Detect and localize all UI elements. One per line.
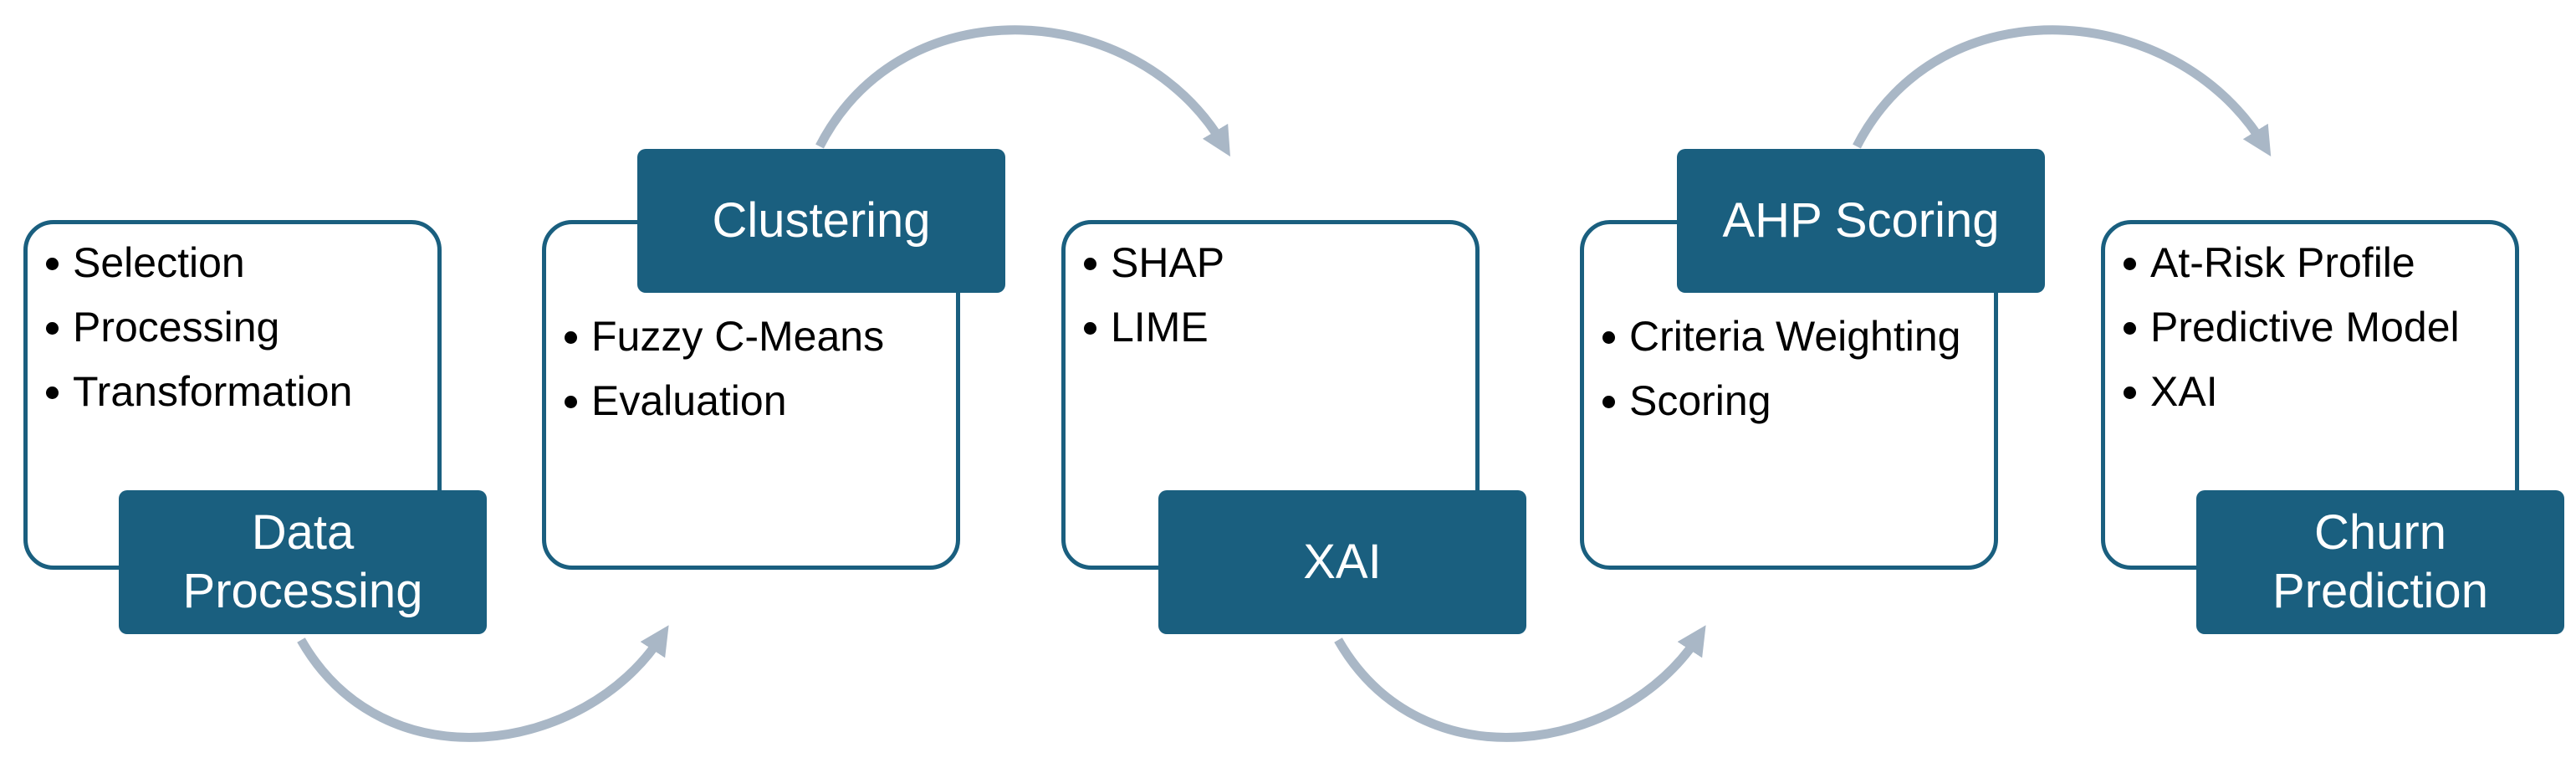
stage-3-bullet: LIME: [1081, 300, 1464, 355]
stage-5-bullet: Predictive Model: [2120, 300, 2503, 355]
stage-1-title-line: Data: [251, 505, 355, 560]
stage-1-bullet: Processing: [43, 300, 426, 355]
stage-2-title: Clustering: [637, 149, 1005, 293]
stage-5-title: Churn Prediction: [2196, 490, 2564, 634]
stage-4-title-line: AHP Scoring: [1722, 193, 2000, 248]
arrow-3-to-4: [1334, 625, 1706, 742]
stage-3-title-line: XAI: [1303, 535, 1382, 589]
stage-1-title: Data Processing: [119, 490, 487, 634]
stage-2-bullets: Fuzzy C-Means Evaluation: [561, 310, 944, 438]
stage-2-bullet: Fuzzy C-Means: [561, 310, 944, 364]
stage-1-bullets: Selection Processing Transformation: [43, 236, 426, 429]
stage-1-bullet: Transformation: [43, 365, 426, 419]
stage-1-title-line: Processing: [182, 564, 423, 618]
stage-4-bullets: Criteria Weighting Scoring: [1599, 310, 1982, 438]
arrow-2-to-3: [815, 25, 1230, 157]
stage-4-title: AHP Scoring: [1677, 149, 2045, 293]
stage-1-card: Selection Processing Transformation: [23, 220, 442, 570]
arrow-1-to-2: [297, 625, 669, 742]
arrow-4-to-5: [1853, 25, 2272, 156]
stage-5-title-line: Churn: [2314, 505, 2446, 560]
stage-4-bullet: Criteria Weighting: [1599, 310, 1982, 364]
stage-5-title-line: Prediction: [2272, 564, 2488, 618]
stage-3-bullet: SHAP: [1081, 236, 1464, 290]
stage-4-bullet: Scoring: [1599, 374, 1982, 428]
stage-5-bullet: XAI: [2120, 365, 2503, 419]
stage-1-bullet: Selection: [43, 236, 426, 290]
stage-3-bullets: SHAP LIME: [1081, 236, 1464, 365]
stage-5-bullet: At-Risk Profile: [2120, 236, 2503, 290]
stage-3-title: XAI: [1158, 490, 1526, 634]
stage-2-title-line: Clustering: [712, 193, 931, 248]
stage-2-bullet: Evaluation: [561, 374, 944, 428]
stage-5-bullets: At-Risk Profile Predictive Model XAI: [2120, 236, 2503, 429]
